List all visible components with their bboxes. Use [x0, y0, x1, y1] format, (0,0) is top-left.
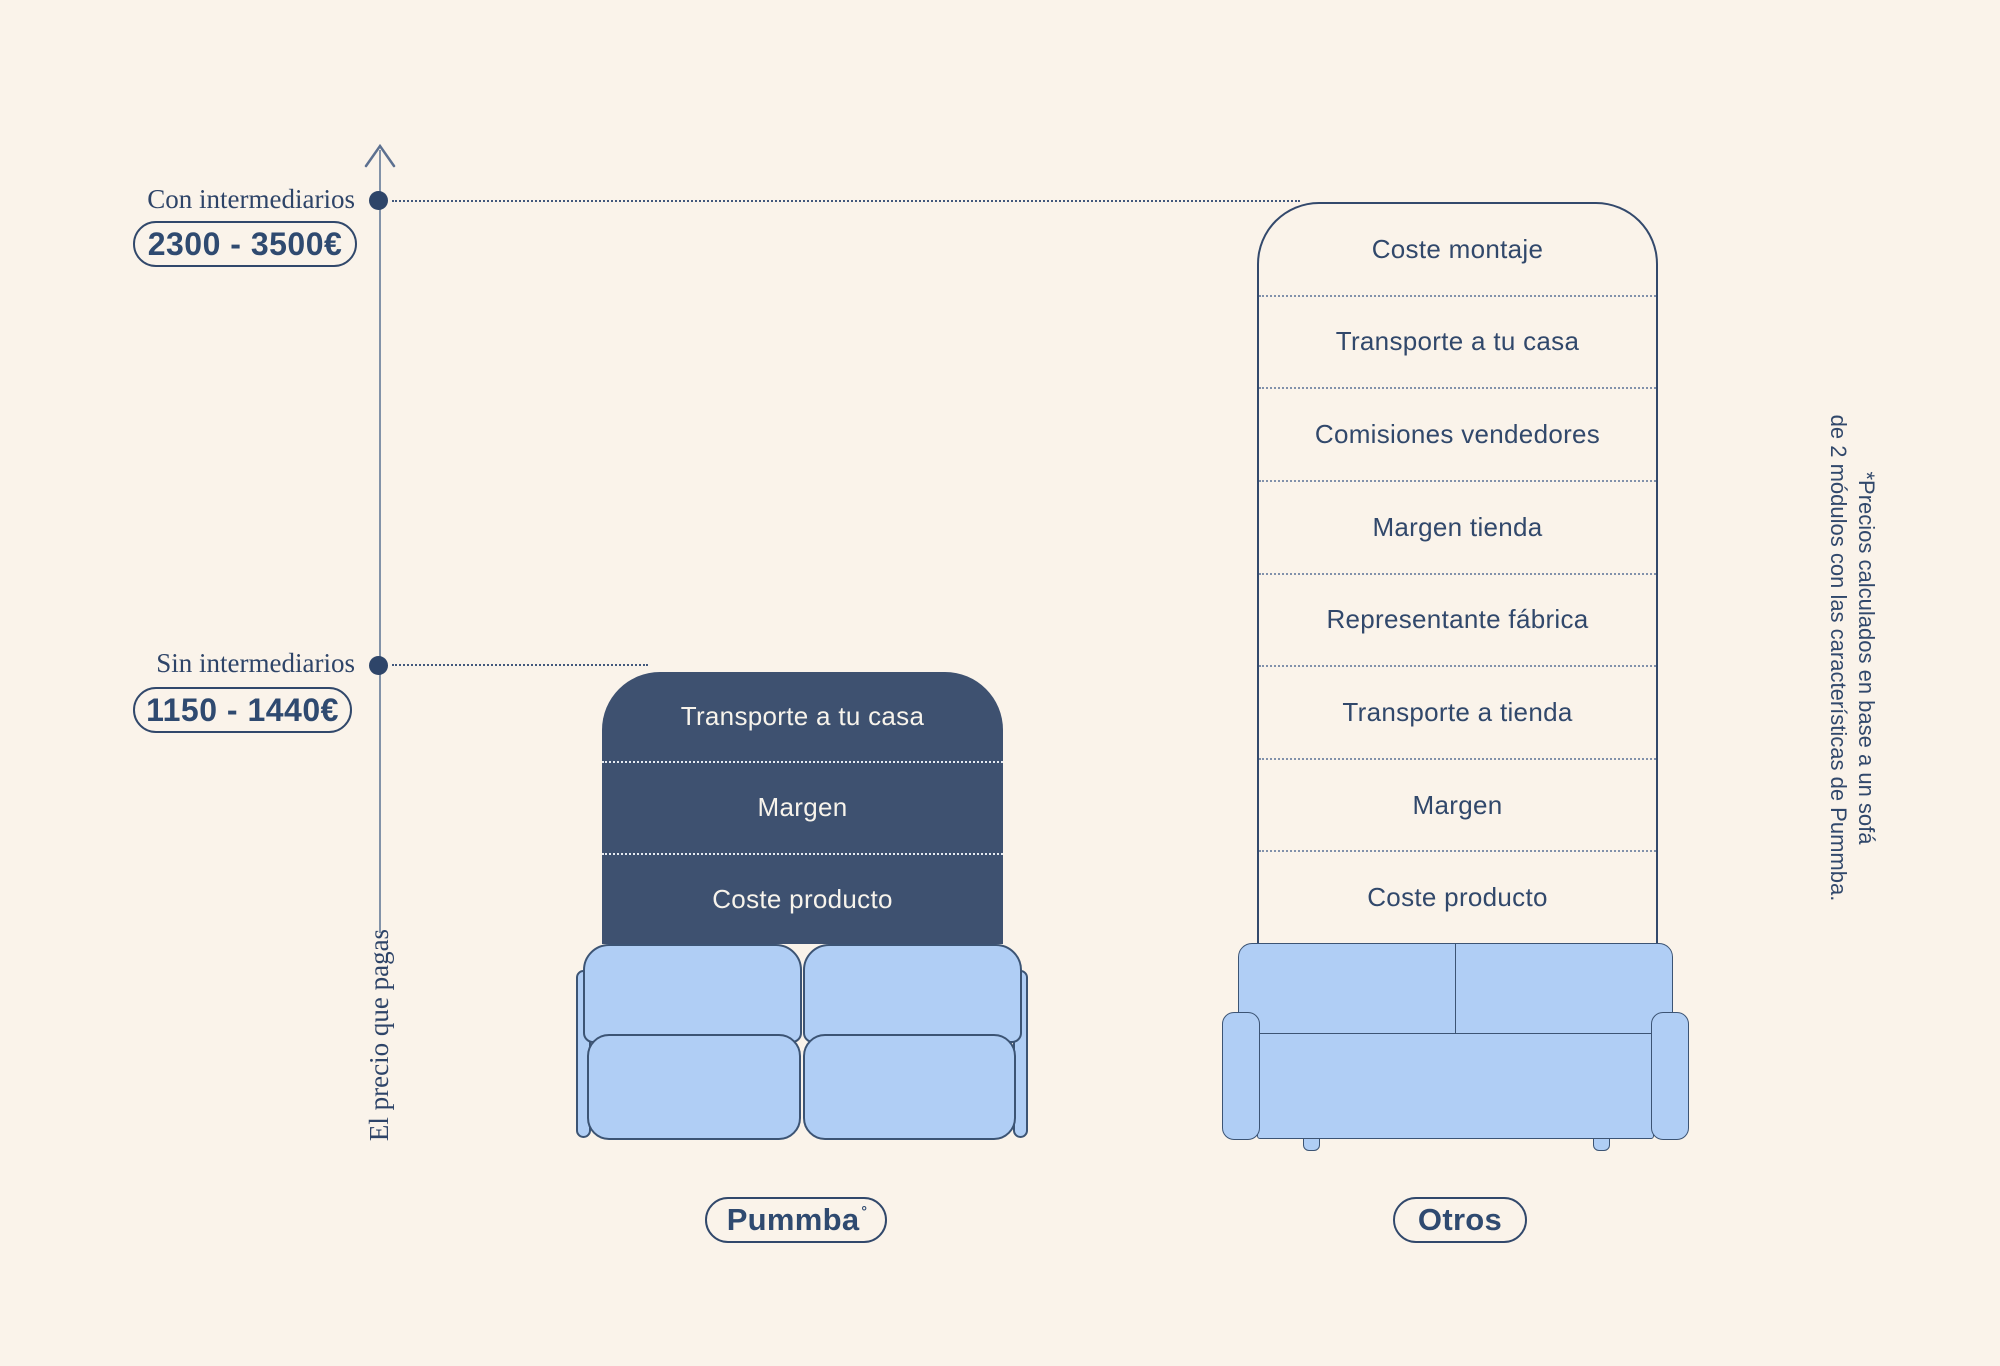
brand-pill-pummba: Pummba° — [705, 1197, 887, 1243]
footnote: *Precios calculados en base a un sofá de… — [1824, 398, 1880, 918]
marker-dot-sin-intermediarios — [369, 656, 388, 675]
bar-segment: Transporte a tienda — [1259, 667, 1656, 760]
dotted-leader-sin-intermediarios — [392, 664, 648, 666]
dotted-leader-con-intermediarios — [392, 200, 1300, 202]
bar-segment: Coste producto — [712, 883, 893, 914]
sofa-back-panel-right — [1455, 943, 1673, 1035]
price-badge-con-intermediarios: 2300 - 3500€ — [133, 221, 357, 267]
brand-name-pummba: Pummba — [726, 1202, 860, 1237]
sofa-back-cushion-right — [803, 944, 1022, 1043]
axis-arrow-icon — [364, 143, 396, 168]
bar-segment: Transporte a tu casa — [1259, 297, 1656, 390]
brand-pill-otros: Otros — [1393, 1197, 1527, 1243]
brand-name-otros: Otros — [1417, 1202, 1503, 1237]
bar-segment: Margen — [602, 763, 1003, 855]
sofa-back-cushion-left — [583, 944, 802, 1043]
price-axis-line — [379, 150, 381, 933]
tier-label-con-intermediarios: Con intermediarios — [147, 184, 355, 214]
sofa-armrest-right — [1651, 1012, 1689, 1140]
sofa-illustration-otros — [1222, 943, 1689, 1153]
bar-segment: Margen — [1259, 760, 1656, 853]
marker-dot-con-intermediarios — [369, 191, 388, 210]
bar-segment: Margen tienda — [1259, 482, 1656, 575]
sofa-seat-base — [1257, 1033, 1654, 1139]
bar-segment: Representante fábrica — [1259, 575, 1656, 668]
sofa-seat-cushion-left — [587, 1034, 801, 1140]
tier-label-sin-intermediarios: Sin intermediarios — [156, 648, 355, 678]
sofa-back-panel-left — [1238, 943, 1456, 1035]
bar-segment: Coste montaje — [1259, 204, 1656, 297]
sofa-armrest-left — [1222, 1012, 1260, 1140]
sofa-illustration-pummba — [576, 944, 1028, 1144]
brand-mark-icon: ° — [861, 1203, 868, 1219]
footnote-line-2: de 2 módulos con las características de … — [1826, 414, 1851, 902]
bar-segment: Transporte a tu casa — [602, 672, 1003, 764]
bar-segment: Comisiones vendedores — [1259, 389, 1656, 482]
bar-segment: Coste producto — [1367, 882, 1548, 913]
price-badge-sin-intermediarios: 1150 - 1440€ — [133, 687, 352, 733]
footnote-line-1: *Precios calculados en base a un sofá — [1854, 471, 1879, 845]
sofa-seat-cushion-right — [803, 1034, 1016, 1140]
axis-label: El precio que pagas — [364, 928, 394, 1142]
